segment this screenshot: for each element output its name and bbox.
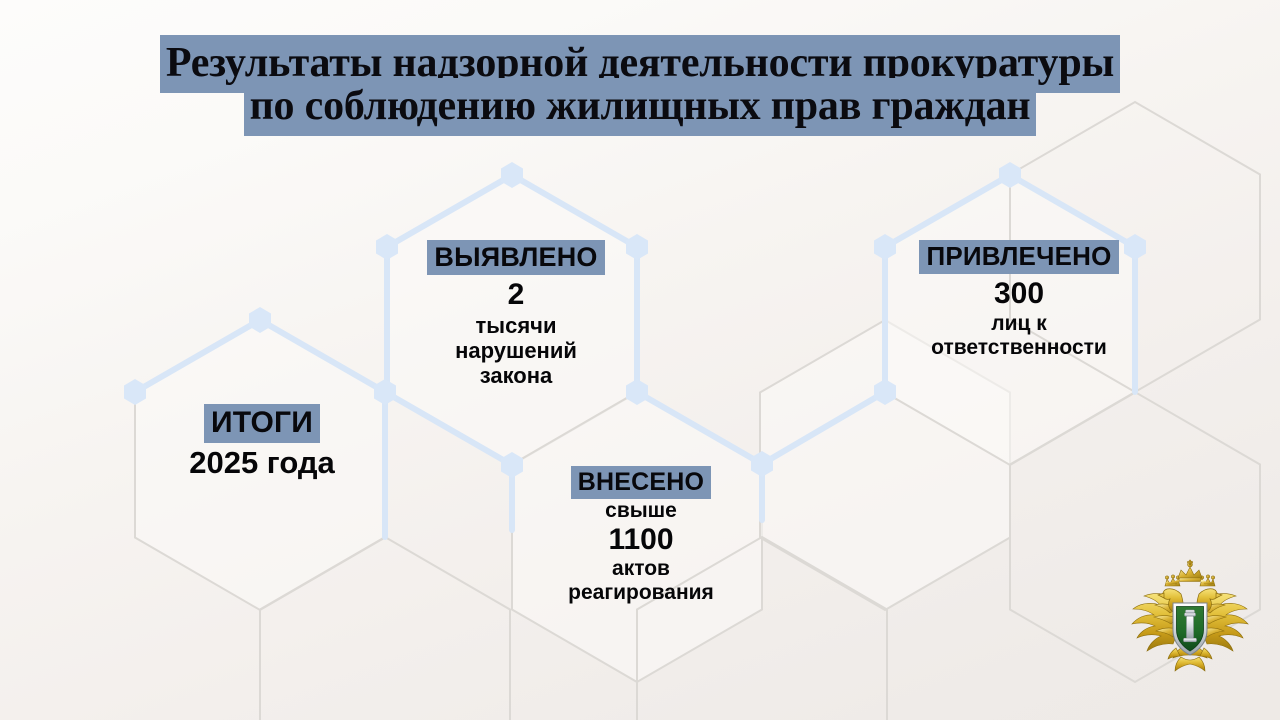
stat-value-vyyavleno-0: 2 xyxy=(507,278,525,312)
stat-value-vyyavleno-2: нарушений xyxy=(455,337,577,363)
stat-value-vneseno-1: 1100 xyxy=(608,522,674,556)
hex-node xyxy=(999,162,1021,188)
stat-value-vneseno-2: актов xyxy=(612,557,670,581)
eagle-claws xyxy=(1167,647,1213,660)
stat-value-vneseno-3: реагирования xyxy=(568,581,714,605)
eagle-top-crown xyxy=(1177,559,1203,582)
eagle-shield xyxy=(1172,602,1208,656)
hex-node xyxy=(874,379,896,405)
stat-label-itogi: ИТОГИ xyxy=(203,404,321,443)
hex-node xyxy=(501,162,523,188)
title-line-2-text: по соблюдению жилищных прав граждан xyxy=(243,78,1037,136)
stat-value-itogi-0: 2025 года xyxy=(189,444,335,480)
stat-value-privlecheno-2: ответственности xyxy=(931,335,1107,359)
stat-label-privlecheno: ПРИВЛЕЧЕНО xyxy=(919,240,1119,275)
stat-value-privlecheno-0: 300 xyxy=(993,277,1045,311)
stat-value-privlecheno-1: лиц к xyxy=(991,311,1047,335)
title-line-2: по соблюдению жилищных прав граждан xyxy=(0,78,1280,136)
stat-value-vyyavleno-3: закона xyxy=(479,362,553,388)
stat-block-vneseno: ВНЕСЕНО свыше 1100 актов реагирования xyxy=(512,466,770,605)
stat-value-vyyavleno-1: тысячи xyxy=(475,312,557,338)
slide-title: Результаты надзорной деятельности прокур… xyxy=(0,35,1280,136)
stat-block-vyyavleno: ВЫЯВЛЕНО 2 тысячи нарушений закона xyxy=(386,240,646,388)
shield-column xyxy=(1183,609,1197,643)
eagle-ribbons xyxy=(1165,579,1215,585)
hex-node xyxy=(249,307,271,333)
hex-node xyxy=(124,379,146,405)
stat-block-privlecheno: ПРИВЛЕЧЕНО 300 лиц к ответственности xyxy=(878,240,1160,359)
stat-label-vneseno: ВНЕСЕНО xyxy=(570,466,712,499)
stat-block-itogi: ИТОГИ 2025 года xyxy=(112,404,412,480)
stat-label-vyyavleno: ВЫЯВЛЕНО xyxy=(427,240,605,276)
stat-value-vneseno-0: свыше xyxy=(605,499,677,522)
russian-prosecutor-general-emblem-icon xyxy=(1131,559,1249,672)
